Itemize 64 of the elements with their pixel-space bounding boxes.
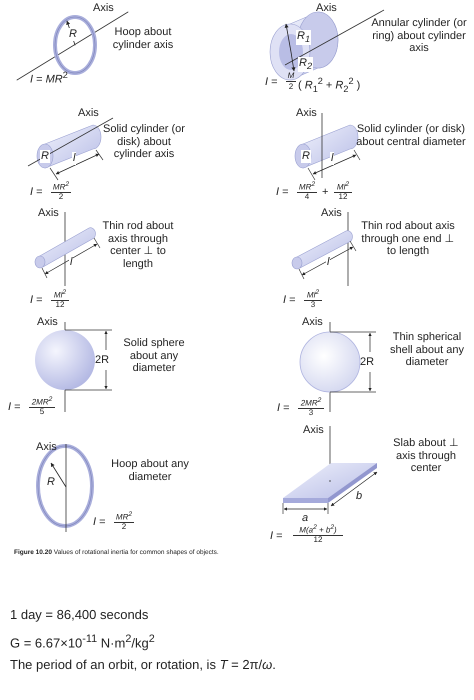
formula-numerator: Ml$^{2}$ xyxy=(304,289,322,302)
formula-numerator: Ml$^{2}$ xyxy=(334,181,352,194)
axis-label: Axis xyxy=(321,207,342,220)
note-text: G = 6.67×10$^{-11}$ N·m$^{2}$/kg$^{2}$ xyxy=(10,633,155,652)
formula: I = xyxy=(277,402,290,415)
formula: I = xyxy=(93,516,106,529)
axis-label: Axis xyxy=(316,2,337,15)
axis-label: Axis xyxy=(36,441,57,454)
axis-label: Axis xyxy=(93,2,114,15)
formula-denominator: 12 xyxy=(312,535,324,545)
formula: 2R xyxy=(360,356,374,369)
formula-denominator: 2 xyxy=(120,522,128,532)
axis-label: Axis xyxy=(302,316,323,329)
note-text: 1 day = 86,400 seconds xyxy=(10,608,148,623)
variable-label: R$_{1}$ xyxy=(296,30,312,45)
variable-label: l xyxy=(330,152,334,165)
formula-denominator: 5 xyxy=(38,407,46,417)
formula-numerator: Ml$^{2}$ xyxy=(51,289,69,302)
formula-denominator: 2 xyxy=(288,82,294,92)
variable-label: l xyxy=(72,152,76,165)
shape-description: Hoop about cylinder axis xyxy=(112,26,174,52)
formula-numerator: M xyxy=(286,71,296,82)
formula-numerator: MR$^{2}$ xyxy=(297,181,317,194)
shape-description: Thin spherical shell about any diameter xyxy=(389,331,465,369)
formula-denominator: 12 xyxy=(54,300,66,310)
variable-label: R$_{2}$ xyxy=(298,57,314,72)
formula-denominator: 4 xyxy=(304,192,310,202)
variable-label: R xyxy=(301,150,311,163)
formula-numerator: 2MR$^{2}$ xyxy=(29,396,55,408)
variable-label: R xyxy=(40,150,50,163)
formula-numerator: MR$^{2}$ xyxy=(51,181,71,194)
formula-numerator: M(a$^{2}$ + b$^{2}$) xyxy=(293,524,343,536)
shape-description: Hoop about any diameter xyxy=(110,458,190,484)
shape-description: Solid cylinder (or disk) about central diameter xyxy=(355,123,467,148)
shape-description: Thin rod about axis through center ⊥ to length xyxy=(102,220,174,271)
formula: I = MR$^{2}$ xyxy=(30,70,68,86)
axis-label: Axis xyxy=(38,207,59,220)
formula: 2R xyxy=(95,354,110,367)
axis-label: Axis xyxy=(303,424,324,437)
formula-denominator: 12 xyxy=(338,192,348,202)
axis-label: Axis xyxy=(37,316,58,329)
formula-numerator: 2MR$^{2}$ xyxy=(298,397,324,410)
formula: I = xyxy=(283,294,296,307)
formula: ( R$_{1}$$^{2}$ + R$_{2}$$^{2}$ ) xyxy=(298,76,360,94)
formula: I = xyxy=(30,186,43,199)
formula-denominator: 2 xyxy=(58,192,64,202)
shape-description: Thin rod about axis through one end ⊥ to length xyxy=(360,220,456,258)
formula: + xyxy=(322,186,328,199)
shape-description: Slab about ⊥ axis through center xyxy=(392,437,460,475)
formula: I = xyxy=(265,76,278,89)
formula: I = xyxy=(276,186,289,199)
formula: I = xyxy=(8,401,21,414)
axis-label: Axis xyxy=(78,107,99,120)
formula-numerator: MR$^{2}$ xyxy=(114,511,134,524)
shape-description: Annular cylinder (or ring) about cylinder axis xyxy=(370,17,468,55)
formula: I = xyxy=(30,294,43,307)
note-text: The period of an orbit, or rotation, is T = 2π/ω. xyxy=(10,658,276,673)
formula-denominator: 3 xyxy=(308,408,314,418)
shape-description: Solid sphere about any diameter xyxy=(122,337,186,375)
shape-description: Solid cylinder (or disk) about cylinder axis xyxy=(102,123,186,161)
variable-label: R xyxy=(68,28,78,41)
axis-label: Axis xyxy=(296,107,317,120)
formula: I = xyxy=(270,530,283,543)
formula-denominator: 3 xyxy=(310,300,316,310)
